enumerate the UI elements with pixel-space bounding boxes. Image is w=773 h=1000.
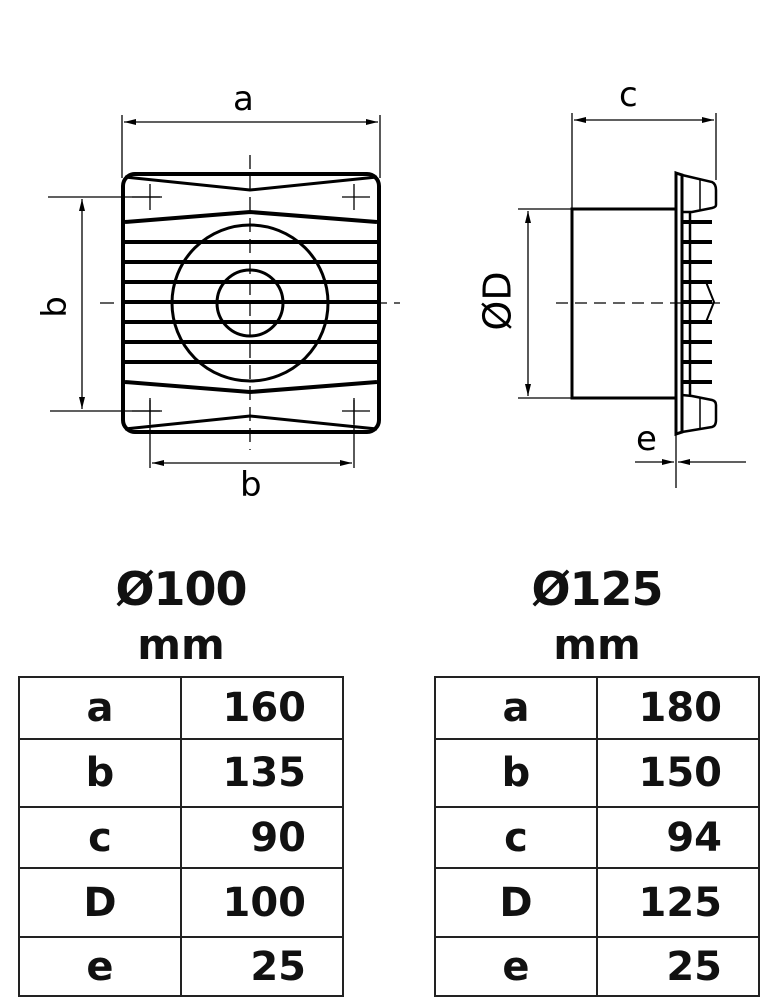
dimension-label-diameter: ØD: [475, 271, 520, 331]
param-key: a: [434, 676, 598, 740]
technical-drawing: [48, 113, 746, 488]
front-view: [48, 115, 400, 468]
param-value: 100: [180, 867, 344, 938]
param-value: 94: [596, 806, 760, 869]
param-value: 150: [596, 738, 760, 808]
dimension-label-c: c: [619, 75, 638, 115]
param-key: e: [18, 936, 182, 997]
param-key: b: [434, 738, 598, 808]
dimension-label-b-left: b: [34, 296, 75, 318]
dimension-label-e: e: [636, 419, 657, 459]
dimension-label-a: a: [233, 79, 254, 119]
param-value: 160: [180, 676, 344, 740]
param-key: a: [18, 676, 182, 740]
param-key: D: [18, 867, 182, 938]
table-title-d100: Ø100: [115, 562, 247, 616]
param-value: 125: [596, 867, 760, 938]
param-value: 135: [180, 738, 344, 808]
dimension-label-b-bottom: b: [240, 465, 262, 505]
param-key: c: [434, 806, 598, 869]
param-value: 25: [596, 936, 760, 997]
table-unit-d125: mm: [553, 620, 641, 669]
table-unit-d100: mm: [137, 620, 225, 669]
side-view: [518, 113, 746, 488]
param-key: D: [434, 867, 598, 938]
param-key: e: [434, 936, 598, 997]
param-value: 180: [596, 676, 760, 740]
param-key: c: [18, 806, 182, 869]
param-value: 90: [180, 806, 344, 869]
param-key: b: [18, 738, 182, 808]
param-value: 25: [180, 936, 344, 997]
table-title-d125: Ø125: [531, 562, 663, 616]
